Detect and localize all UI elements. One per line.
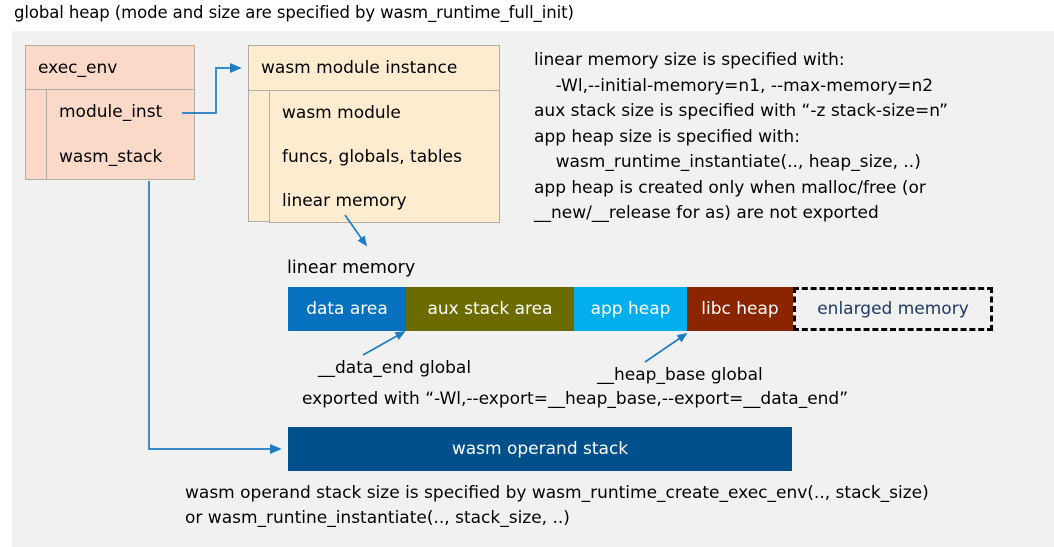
wasm-stack-label: wasm_stack <box>59 146 163 167</box>
wasm-module-label: wasm module <box>282 103 401 123</box>
module-instance-row-funcs-globals-tables: funcs, globals, tables <box>269 135 500 180</box>
wasm-module-instance-group: wasm module instance wasm module funcs, … <box>248 45 500 223</box>
funcs-globals-tables-label: funcs, globals, tables <box>282 147 462 167</box>
data-end-annotation: __data_end global <box>318 358 472 378</box>
exec-env-header-box: exec_env <box>25 45 195 90</box>
memory-segment-aux-stack-area: aux stack area <box>406 287 574 331</box>
exec-env-gutter <box>25 90 47 180</box>
memory-segment-label: enlarged memory <box>817 299 969 319</box>
module-instance-gutter <box>248 91 270 222</box>
export-flags-annotation: exported with “-Wl,--export=__heap_base,… <box>302 389 849 409</box>
memory-segment-data-area: data area <box>288 287 406 331</box>
module-instance-row-linear-memory: linear memory <box>269 179 500 223</box>
exec-env-title: exec_env <box>38 57 118 78</box>
module-instance-title: wasm module instance <box>261 58 458 78</box>
module-inst-label: module_inst <box>59 102 163 122</box>
memory-segment-label: app heap <box>590 299 671 319</box>
linear-memory-bar-caption: linear memory <box>287 258 416 278</box>
exec-env-row-module-inst: module_inst <box>46 90 195 135</box>
exec-env-row-wasm-stack: wasm_stack <box>46 134 195 180</box>
linear-memory-label: linear memory <box>282 190 407 211</box>
memory-segment-enlarged-memory: enlarged memory <box>793 287 993 331</box>
operand-stack-note: wasm operand stack size is specified by … <box>185 483 929 528</box>
module-instance-row-wasm-module: wasm module <box>269 91 500 136</box>
wasm-operand-stack-box: wasm operand stack <box>288 427 792 471</box>
module-instance-header-box: wasm module instance <box>248 45 500 91</box>
exec-env-group: exec_env module_inst wasm_stack <box>25 45 195 180</box>
linear-memory-bar: data area aux stack area app heap libc heap… <box>288 287 993 331</box>
page-title: global heap (mode and size are specified… <box>14 3 574 22</box>
memory-segment-label: libc heap <box>701 299 779 319</box>
heap-base-annotation: __heap_base global <box>597 365 763 385</box>
memory-segment-label: aux stack area <box>427 299 553 319</box>
memory-segment-libc-heap: libc heap <box>687 287 793 331</box>
runtime-config-notes: linear memory size is specified with: -W… <box>534 50 948 223</box>
memory-segment-app-heap: app heap <box>574 287 687 331</box>
memory-segment-label: data area <box>306 299 388 319</box>
wasm-operand-stack-label: wasm operand stack <box>451 439 629 459</box>
